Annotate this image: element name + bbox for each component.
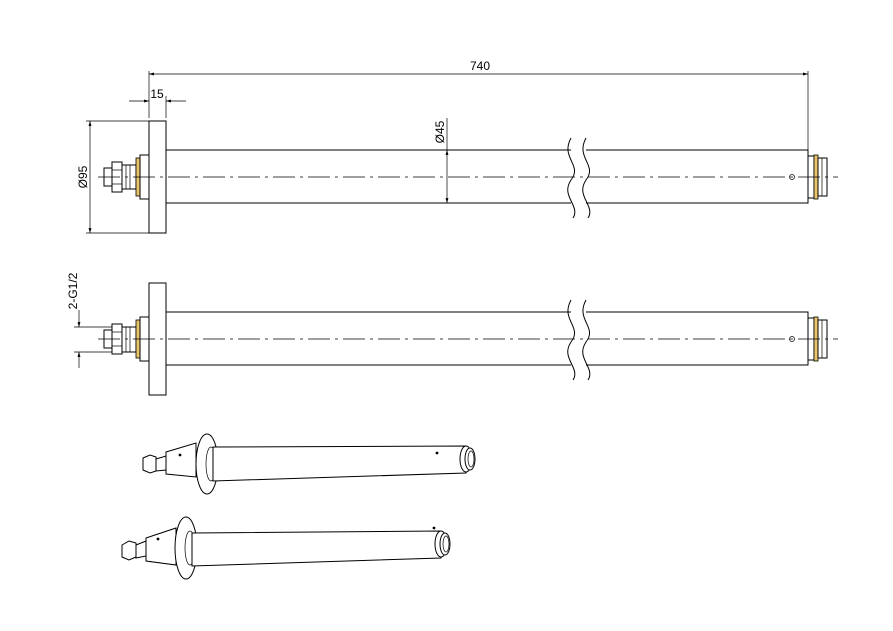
dim-label-45: Ø45 <box>433 120 447 143</box>
dim-label-15: 15 <box>150 87 164 101</box>
break-mark-right <box>582 137 591 219</box>
iso1-nut <box>142 454 157 474</box>
iso1-end-cap <box>464 447 476 471</box>
iso1-nipple <box>155 455 167 472</box>
break-mark-right-2 <box>582 299 591 381</box>
break-mark-left <box>567 137 576 219</box>
iso2-body <box>145 527 177 566</box>
isometric-view-2 <box>121 516 451 580</box>
set-screw-hole-2 <box>789 336 795 342</box>
dim-label-740: 740 <box>470 59 490 73</box>
iso2-nut <box>121 540 137 561</box>
iso1-tube <box>212 445 467 482</box>
dim-label-95: Ø95 <box>76 165 90 188</box>
isometric-view-1 <box>142 433 476 495</box>
iso2-end-cap <box>439 532 451 556</box>
elevation-view-middle: 2-G1/2 <box>66 272 838 396</box>
iso2-nipple <box>135 540 147 559</box>
set-screw-hole <box>789 174 795 180</box>
break-mark-left-2 <box>567 299 576 381</box>
elevation-view-top: 740 15 Ø95 Ø45 <box>76 59 838 234</box>
iso2-tube <box>191 530 442 567</box>
iso1-body <box>165 442 197 478</box>
tube-right-section-2 <box>586 311 809 366</box>
tube-right-section <box>586 149 809 204</box>
dim-label-thread: 2-G1/2 <box>66 272 80 309</box>
fitting-body-2 <box>121 326 137 353</box>
